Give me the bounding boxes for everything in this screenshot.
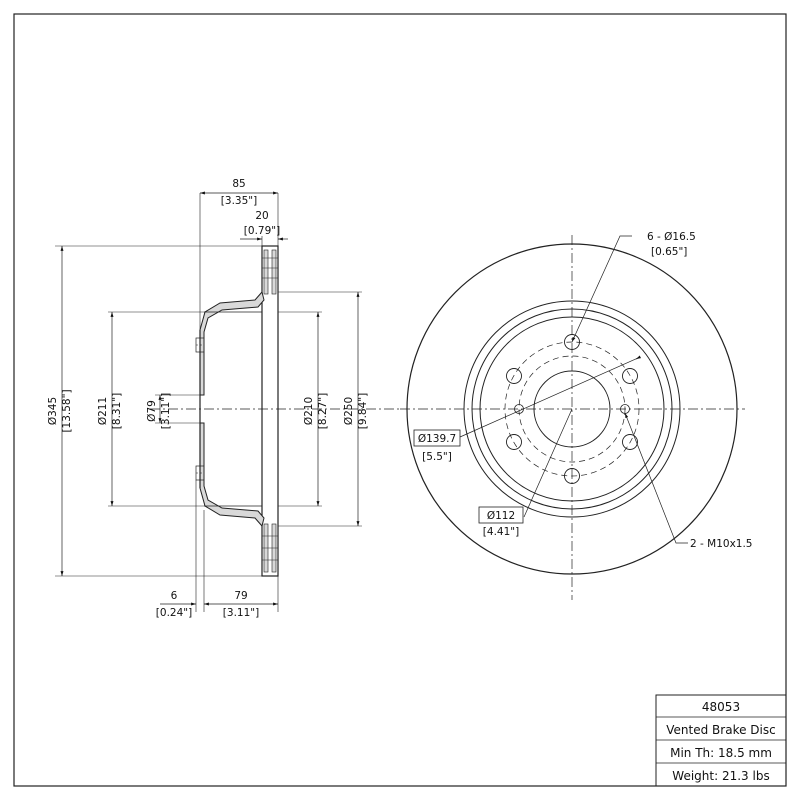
front-view-labels: 6 - Ø16.5 [0.65"] Ø139.7 [5.5"] Ø112 [4.…	[418, 231, 753, 550]
hat-inner-edge	[479, 316, 665, 502]
bolt-holes-mm: 6 - Ø16.5	[647, 231, 696, 243]
dim-outer-mm: Ø345	[47, 397, 59, 425]
bolt-hole	[622, 368, 638, 384]
thread-circle	[518, 355, 626, 463]
dim-outer-in: [13.58"]	[61, 389, 73, 432]
leader-threads	[624, 412, 688, 544]
dim-bore-in: [3.11"]	[160, 393, 172, 429]
bolt-holes-in: [0.65"]	[651, 246, 687, 258]
dim-friction-in: [9.84"]	[357, 393, 369, 429]
center-bore	[533, 370, 611, 448]
bolt-hole	[506, 434, 522, 450]
leader-bolt-circle	[459, 357, 639, 438]
leader-bolt-holes	[571, 235, 632, 343]
dim-friction-mm: Ø250	[343, 397, 355, 425]
bolt-circle-in: [5.5"]	[422, 451, 452, 463]
dim-depth-mm: 79	[234, 590, 247, 602]
dim-thickness-in: [0.79"]	[244, 225, 280, 237]
bolt-circle-mm: Ø139.7	[418, 433, 456, 445]
dim-thickness-mm: 20	[255, 210, 268, 222]
part-description: Vented Brake Disc	[666, 723, 775, 737]
dim-offset-mm: 6	[171, 590, 178, 602]
thread-circle-in: [4.41"]	[483, 526, 519, 538]
threads-label: 2 - M10x1.5	[690, 538, 752, 550]
bolt-circle-box	[413, 429, 461, 447]
disc-section	[261, 245, 279, 577]
thread-circle-box	[478, 506, 524, 524]
thread-circle-mm: Ø112	[487, 510, 515, 522]
dim-inner-hat-mm: Ø210	[303, 397, 315, 425]
side-view-labels: 85 [3.35"] 20 [0.79"] Ø345 [13.58"] Ø211…	[47, 178, 369, 619]
hat-section-top	[199, 290, 265, 396]
bolt-holes	[506, 334, 638, 484]
side-view	[55, 191, 400, 612]
hat-section-bottom	[199, 422, 265, 528]
friction-inner-edge	[463, 300, 681, 518]
bolt-hole	[564, 468, 580, 484]
disc-outer-edge	[406, 243, 738, 575]
dim-bore-mm: Ø79	[146, 400, 158, 422]
dim-width-mm: 85	[232, 178, 245, 190]
weight: Weight: 21.3 lbs	[672, 769, 769, 783]
part-number: 48053	[702, 700, 740, 714]
sheet-border	[13, 13, 787, 787]
leader-thread-circle	[523, 408, 573, 518]
dim-offset-in: [0.24"]	[156, 607, 192, 619]
bolt-hole	[564, 334, 580, 350]
front-view	[400, 235, 745, 600]
dim-hat-in: [8.31"]	[111, 393, 123, 429]
dim-inner-hat-in: [8.27"]	[317, 393, 329, 429]
dim-hat-mm: Ø211	[97, 397, 109, 425]
dim-depth-in: [3.11"]	[223, 607, 259, 619]
hat-outer-edge	[471, 308, 673, 510]
bolt-hole	[622, 434, 638, 450]
dim-width-in: [3.35"]	[221, 195, 257, 207]
bolt-hole	[506, 368, 522, 384]
title-block: 48053 Vented Brake Disc Min Th: 18.5 mm …	[655, 694, 787, 787]
min-thickness: Min Th: 18.5 mm	[670, 746, 772, 760]
